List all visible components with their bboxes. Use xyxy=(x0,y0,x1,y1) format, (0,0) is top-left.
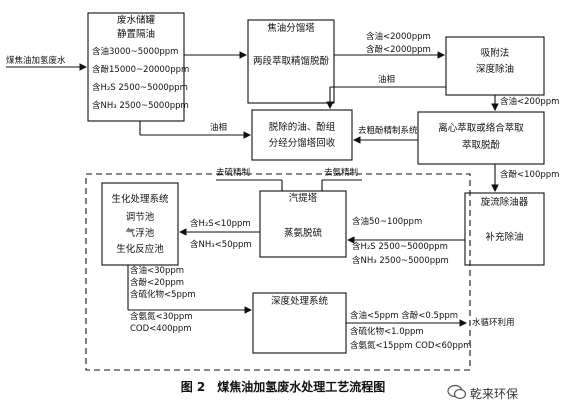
fractionator-box xyxy=(247,19,335,104)
storage-line-h2s: 含H₂S 2500~5000ppm xyxy=(92,83,188,93)
extraction-box xyxy=(417,111,545,165)
bio-line-2: 气浮池 xyxy=(125,228,155,239)
storage-title: 废水储罐 xyxy=(116,15,155,26)
storage-line-nh3: 含NH₃ 2500~5000ppm xyxy=(92,101,189,111)
recovery-box xyxy=(251,109,353,161)
wechat-logo-icon xyxy=(447,384,467,400)
label-oil-phase-left: 油相 xyxy=(210,123,228,133)
input-label: 煤焦油加氢废水 xyxy=(6,56,66,66)
label-phenol-100: 含酚<100ppm xyxy=(500,170,560,180)
tower-body: 两段萃取精馏脱酚 xyxy=(252,56,329,67)
bio-out-4: 含氨氮<30ppm xyxy=(130,312,193,322)
bio-line-3: 生化反应池 xyxy=(116,244,164,255)
bio-out-1: 含油<30ppm xyxy=(130,266,185,276)
stripper-box xyxy=(259,190,347,258)
adsorb-line1: 吸附法 xyxy=(480,48,510,59)
cyclone-box xyxy=(464,192,545,266)
tower-title: 焦油分馏塔 xyxy=(267,23,315,34)
label-oil-200: 含油<200ppm xyxy=(500,97,560,107)
bio-line-1: 调节池 xyxy=(125,212,155,223)
storage-subtitle: 静置隔油 xyxy=(116,29,155,40)
storage-line-phenol: 含酚15000~20000ppm xyxy=(92,65,190,75)
label-h2s-range: 含H₂S 2500~5000ppm xyxy=(352,242,448,252)
deep-out-3: 含氨氮<15ppm COD<60ppm xyxy=(350,341,472,351)
recover-line2: 分经分馏塔回收 xyxy=(268,138,336,149)
label-oil-50-100: 含油50~100ppm xyxy=(352,217,423,227)
deep-title: 深度处理系统 xyxy=(270,296,328,307)
cyclone-title: 旋流除油器 xyxy=(480,197,529,208)
figure-caption: 图 2 煤焦油加氢废水处理工艺流程图 xyxy=(180,380,386,394)
label-oil-2000: 含油<2000ppm xyxy=(366,32,431,42)
stripper-body: 蒸氨脱硫 xyxy=(283,228,322,239)
bio-out-5: COD<400ppm xyxy=(130,324,192,334)
label-nh3-50: 含NH₃<50ppm xyxy=(190,240,252,250)
bio-title: 生化处理系统 xyxy=(111,194,169,205)
stripper-title: 汽提塔 xyxy=(288,193,318,204)
extract-line2: 萃取脱酚 xyxy=(461,140,500,151)
label-desulf-refine: 去硫精制 xyxy=(216,168,251,178)
bio-box xyxy=(101,182,179,266)
storage-line-oil: 含油3000~5000ppm xyxy=(92,47,179,57)
cyclone-body: 补充除油 xyxy=(485,232,524,243)
deep-out-1: 含油<5ppm 含酚<0.5ppm xyxy=(350,311,459,321)
watermark-text: 乾来环保 xyxy=(470,387,519,401)
recover-line1: 脱除的油、酚组 xyxy=(268,122,336,133)
bio-out-3: 含硫化物<5ppm xyxy=(130,290,196,300)
label-ammonia-refine: 去氨精制 xyxy=(324,168,359,178)
extract-line1: 离心萃取或络合萃取 xyxy=(438,123,524,134)
adsorb-line2: 深度除油 xyxy=(475,64,514,75)
label-h2s-10: 含H₂S<10ppm xyxy=(190,219,251,229)
storage-tank-box xyxy=(87,12,185,122)
label-reuse: 水循环利用 xyxy=(472,318,515,328)
label-crude-phenol: 去粗酚精制系统 xyxy=(358,126,418,136)
label-oil-phase-top: 油相 xyxy=(378,75,396,85)
dashed-boundary xyxy=(85,173,471,371)
label-phenol-2000: 含酚<2000ppm xyxy=(366,45,431,55)
label-nh3-range: 含NH₃ 2500~5000ppm xyxy=(352,256,449,266)
deep-out-2: 含硫化物<1.0ppm xyxy=(350,327,424,337)
bio-out-2: 含酚<20ppm xyxy=(130,278,185,288)
